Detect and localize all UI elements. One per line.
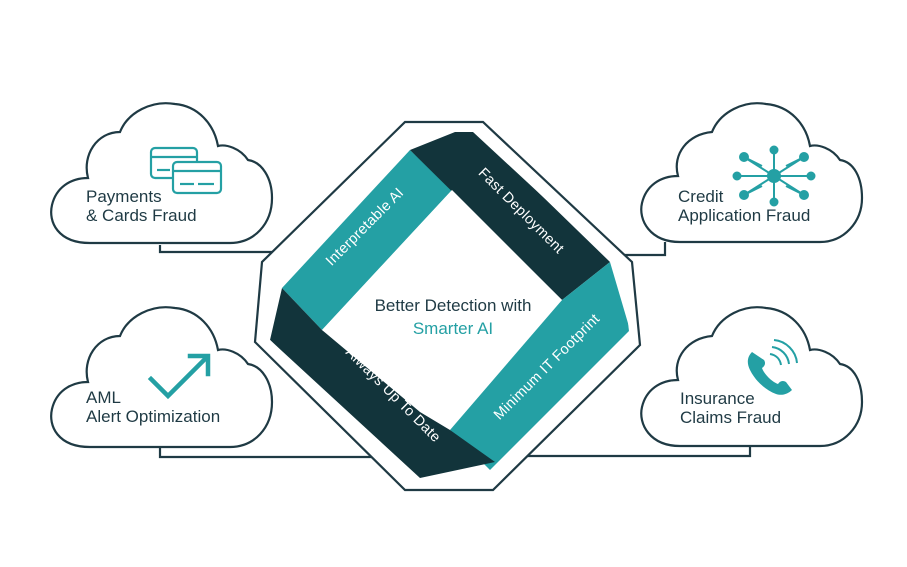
connector-top-right <box>622 242 667 257</box>
band-bottom-left <box>270 288 495 478</box>
cloud-label-line2: Alert Optimization <box>86 407 220 426</box>
connector-bottom-left <box>158 448 395 459</box>
center-title-line2: Smarter AI <box>413 319 493 338</box>
band-bottom-right <box>450 262 630 470</box>
cloud-label-line2: Claims Fraud <box>680 408 781 427</box>
trending-check-icon <box>147 353 211 400</box>
cloud-label-line2: & Cards Fraud <box>86 206 197 225</box>
center-title-line1: Better Detection with <box>375 296 532 315</box>
cloud-outline <box>50 306 274 449</box>
phone-ringing-icon <box>747 339 798 395</box>
inner-diamond <box>322 190 562 412</box>
cloud-outline <box>50 102 274 245</box>
network-nodes-icon <box>732 145 816 207</box>
cloud-top-left: Payments & Cards Fraud <box>50 102 274 245</box>
cloud-label-line1: Payments <box>86 187 162 206</box>
band-top-left <box>282 150 452 330</box>
cloud-label-line1: Credit <box>678 187 724 206</box>
cloud-label-line1: AML <box>86 388 121 407</box>
cloud-bottom-left: AML Alert Optimization <box>50 306 274 449</box>
credit-cards-icon <box>149 146 223 195</box>
cloud-label-line2: Application Fraud <box>678 206 810 225</box>
connector-bottom-right <box>520 447 752 458</box>
cloud-label-line1: Insurance <box>680 389 755 408</box>
band-top-right <box>410 132 610 300</box>
cloud-outline <box>640 102 864 244</box>
central-shape: Interpretable AI Fast Deployment Minimum… <box>253 120 642 492</box>
cloud-bottom-right: Insurance Claims Fraud <box>640 306 864 448</box>
cloud-outline <box>640 306 864 448</box>
cloud-top-right: Credit Application Fraud <box>640 102 864 244</box>
connector-top-left <box>158 245 283 254</box>
